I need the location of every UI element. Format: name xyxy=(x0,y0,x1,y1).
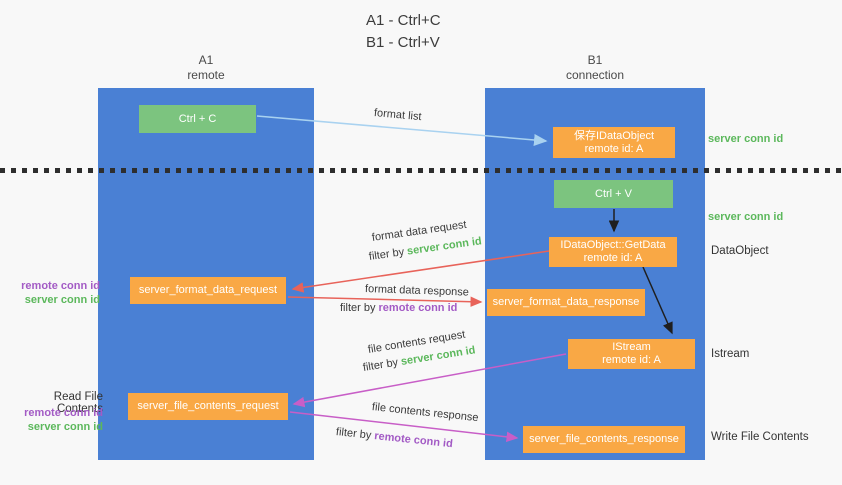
getdata-line1: IDataObject::GetData xyxy=(560,239,666,251)
column-a1-subtitle: remote xyxy=(187,68,225,82)
read-file-contents-annotation: Read File Contents xyxy=(53,391,103,415)
save-dataobject-line2: remote id: A xyxy=(584,142,644,155)
title-line1: A1 - Ctrl+C xyxy=(366,12,441,29)
server-conn-id-annotation-mid: server conn id xyxy=(708,211,784,223)
server-file-contents-response-box: server_file_contents_response xyxy=(523,426,685,453)
title-line2: B1 - Ctrl+V xyxy=(366,34,440,51)
server-format-data-request-box: server_format_data_request xyxy=(130,277,286,304)
remote-conn-id-label-1: remote conn id xyxy=(21,280,100,292)
istream-line1: IStream xyxy=(612,341,651,353)
arrow-format-data-request xyxy=(291,250,550,293)
server-conn-id-label-2: server conn id xyxy=(27,421,103,433)
arrow-file-contents-response xyxy=(289,411,519,443)
arrow-file-contents-request xyxy=(292,353,567,408)
left-conn-id-group-1: remote conn id server conn id xyxy=(8,279,100,307)
save-dataobject-line1: 保存IDataObject xyxy=(573,129,655,142)
istream-annotation: Istream xyxy=(711,348,750,360)
server-file-contents-response-label: server_file_contents_response xyxy=(529,433,679,445)
session-divider-dotted-line xyxy=(0,168,842,173)
filter-key-remote-2: remote conn id xyxy=(378,302,458,314)
server-conn-id-annotation-top: server conn id xyxy=(708,133,784,145)
getdata-line2: remote id: A xyxy=(583,252,643,264)
ctrl-v-box: Ctrl + V xyxy=(554,180,673,208)
column-a1-name: A1 xyxy=(198,53,214,67)
remote-conn-id-label-2: remote conn id xyxy=(24,407,103,419)
ctrl-c-label: Ctrl + C xyxy=(178,112,217,125)
left-conn-id-group-2: remote conn id server conn id xyxy=(11,406,103,434)
server-file-contents-request-box: server_file_contents_request xyxy=(128,393,288,420)
arrow-format-list xyxy=(256,115,548,146)
column-b1-name: B1 xyxy=(587,53,603,67)
write-file-contents-annotation: Write File Contents xyxy=(711,431,809,443)
column-b1-subtitle: connection xyxy=(565,68,625,82)
dataobject-annotation: DataObject xyxy=(711,245,769,257)
server-format-data-request-label: server_format_data_request xyxy=(138,284,278,296)
server-conn-id-label-1: server conn id xyxy=(24,294,100,306)
filter-by-text-2: filter by xyxy=(340,302,379,314)
arrow-format-data-response xyxy=(287,296,483,307)
istream-line2: remote id: A xyxy=(602,354,661,366)
server-format-data-response-box: server_format_data_response xyxy=(487,289,645,316)
diagram-title: A1 - Ctrl+C B1 - Ctrl+V xyxy=(366,10,441,54)
ctrl-v-label: Ctrl + V xyxy=(595,187,632,200)
server-file-contents-request-label: server_file_contents_request xyxy=(137,400,279,412)
arrow-getdata-to-istream xyxy=(642,266,673,335)
ctrl-c-box: Ctrl + C xyxy=(139,105,256,133)
server-format-data-response-label: server_format_data_response xyxy=(492,296,640,308)
format-data-response-filter-label: filter by remote conn id xyxy=(340,302,457,314)
